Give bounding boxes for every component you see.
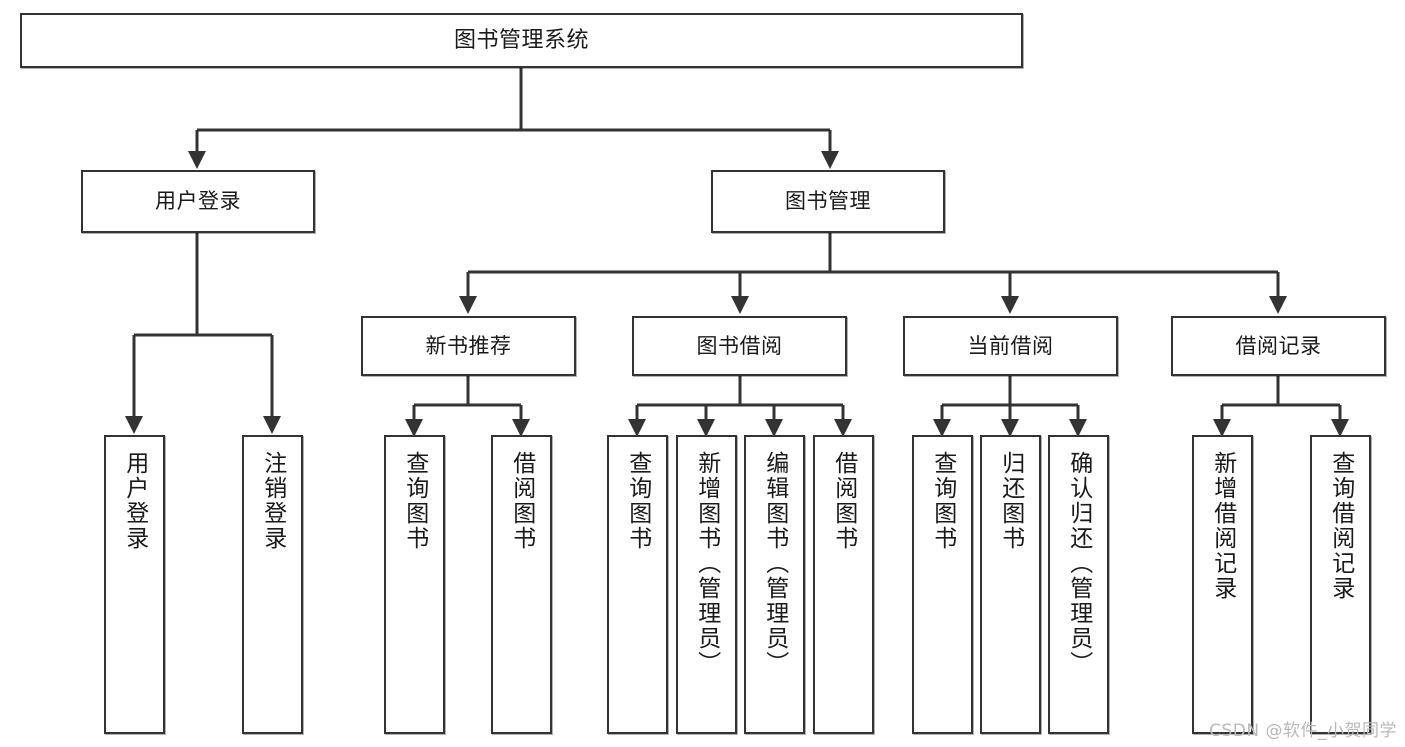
csdn-watermark: CSDN @软件_小贺同学 (1209, 721, 1397, 741)
node-leaf-confirm-return-admin[interactable]: 确认归还（管理员） (1048, 435, 1109, 734)
node-book-borrowing[interactable]: 图书借阅 (632, 316, 847, 376)
node-label: 当前借阅 (967, 333, 1054, 358)
node-label: 借阅图书 (508, 451, 535, 551)
node-label: 确认归还（管理员） (1065, 451, 1092, 676)
node-label: 借阅记录 (1235, 333, 1322, 358)
node-leaf-return-book[interactable]: 归还图书 (980, 435, 1041, 734)
node-leaf-user-login[interactable]: 用户登录 (104, 435, 165, 734)
node-current-borrowing[interactable]: 当前借阅 (903, 316, 1118, 376)
node-label: 新增借阅记录 (1209, 451, 1236, 601)
node-leaf-add-borrow-record[interactable]: 新增借阅记录 (1192, 435, 1253, 734)
node-leaf-borrow-book[interactable]: 借阅图书 (813, 435, 874, 734)
node-label: 图书管理系统 (453, 27, 589, 53)
node-label: 查询借阅记录 (1327, 451, 1354, 601)
node-root-book-management-system[interactable]: 图书管理系统 (20, 13, 1023, 68)
node-leaf-query-borrow-record[interactable]: 查询借阅记录 (1310, 435, 1371, 734)
node-label: 归还图书 (997, 451, 1024, 551)
node-leaf-edit-book-admin[interactable]: 编辑图书（管理员） (744, 435, 805, 734)
node-leaf-add-book-admin[interactable]: 新增图书（管理员） (676, 435, 737, 734)
node-book-management[interactable]: 图书管理 (711, 170, 945, 233)
node-label: 借阅图书 (830, 451, 857, 551)
node-label: 查询图书 (624, 451, 651, 551)
node-label: 用户登录 (121, 451, 148, 551)
node-label: 图书借阅 (696, 333, 783, 358)
node-leaf-borrow-book-new[interactable]: 借阅图书 (491, 435, 552, 734)
node-borrowing-record[interactable]: 借阅记录 (1171, 316, 1386, 376)
node-leaf-query-book-current[interactable]: 查询图书 (912, 435, 973, 734)
node-leaf-query-book-borrow[interactable]: 查询图书 (607, 435, 668, 734)
node-label: 图书管理 (785, 189, 871, 214)
node-label: 用户登录 (155, 189, 241, 214)
node-label: 编辑图书（管理员） (761, 451, 788, 676)
node-user-login[interactable]: 用户登录 (81, 170, 315, 233)
node-new-book-recommendation[interactable]: 新书推荐 (361, 316, 576, 376)
node-label: 注销登录 (259, 451, 286, 551)
node-label: 新增图书（管理员） (693, 451, 720, 676)
node-label: 查询图书 (929, 451, 956, 551)
node-leaf-logout[interactable]: 注销登录 (242, 435, 303, 734)
node-label: 查询图书 (401, 451, 428, 551)
node-leaf-query-book-new[interactable]: 查询图书 (384, 435, 445, 734)
node-label: 新书推荐 (425, 333, 512, 358)
